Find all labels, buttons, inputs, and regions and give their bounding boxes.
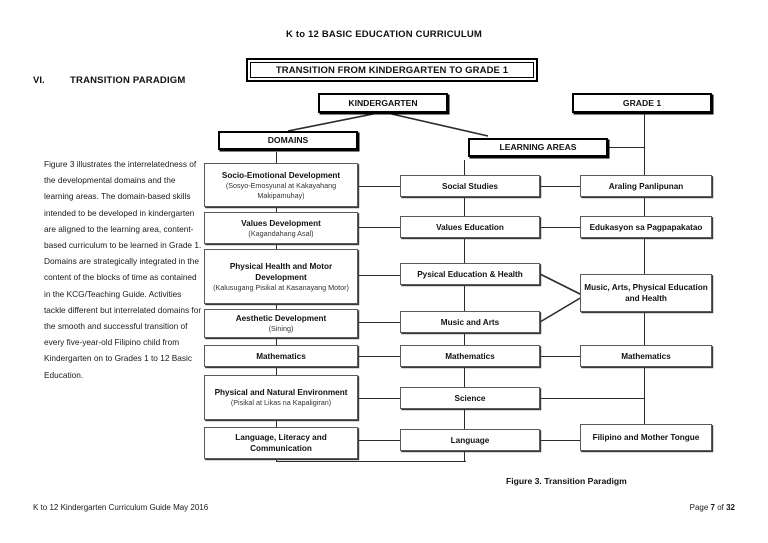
node-domain-values-subtitle: (Kagandahang Asal)	[248, 228, 314, 238]
node-domains-header-label: DOMAINS	[267, 135, 309, 145]
node-area-values-education[interactable]: Values Education	[400, 216, 540, 238]
node-domain-physical-health-motor[interactable]: Physical Health and Motor Development (K…	[204, 249, 358, 304]
node-grade1-mapeh-title: Music, Arts, Physical Education and Heal…	[584, 283, 708, 303]
link-domain-7	[358, 440, 400, 442]
footer-page-prefix: Page	[689, 503, 711, 512]
node-domain-physical-health-motor-title: Physical Health and Motor Development	[229, 261, 333, 282]
node-domain-values-title: Values Development	[241, 218, 321, 228]
node-grade1[interactable]: GRADE 1	[572, 93, 712, 113]
node-domain-values[interactable]: Values Development (Kagandahang Asal)	[204, 212, 358, 244]
node-domain-aesthetic-subtitle: (Sining)	[268, 324, 294, 334]
node-learning-areas-header[interactable]: LEARNING AREAS	[468, 138, 608, 157]
learning-areas-to-grade1-line	[608, 147, 645, 149]
link-domain-6	[358, 398, 400, 400]
node-kindergarten-label: KINDERGARTEN	[348, 97, 418, 108]
node-domain-mathematics-title: Mathematics	[256, 351, 306, 361]
link-area-social-studies	[540, 186, 580, 188]
node-domain-language-literacy[interactable]: Language, Literacy and Communication	[204, 427, 358, 459]
narrative-paragraph: Figure 3 illustrates the interrelatednes…	[44, 159, 202, 380]
node-kindergarten[interactable]: KINDERGARTEN	[318, 93, 448, 113]
section-number: VI.	[33, 75, 45, 86]
transition-banner: TRANSITION FROM KINDERGARTEN TO GRADE 1	[246, 58, 538, 82]
node-grade1-araling-panlipunan[interactable]: Araling Panlipunan	[580, 175, 712, 197]
node-domain-aesthetic[interactable]: Aesthetic Development (Sining)	[204, 309, 358, 338]
link-domain-5	[358, 356, 400, 358]
node-domain-aesthetic-title: Aesthetic Development	[235, 314, 327, 324]
link-domain-3	[358, 275, 400, 277]
node-domain-socio-emotional-title: Socio-Emotional Development	[221, 170, 341, 180]
link-area-values-education	[540, 227, 580, 229]
node-grade1-mathematics-title: Mathematics	[621, 351, 671, 361]
node-area-music-and-arts-title: Music and Arts	[440, 317, 500, 327]
node-domain-socio-emotional[interactable]: Socio-Emotional Development (Sosyo-Emosy…	[204, 163, 358, 207]
node-area-values-education-title: Values Education	[436, 222, 504, 232]
link-area-science	[540, 398, 645, 400]
node-domains-header[interactable]: DOMAINS	[218, 131, 358, 150]
node-area-mathematics[interactable]: Mathematics	[400, 345, 540, 367]
node-domain-socio-emotional-subtitle: (Sosyo-Emosyunal at Kakayahang Makipamuh…	[225, 180, 337, 200]
link-domain-1	[358, 186, 400, 188]
root-branch-lines	[287, 111, 489, 137]
node-grade1-filipino-mother-tongue-title: Filipino and Mother Tongue	[592, 433, 700, 442]
node-grade1-edukasyon-pagpapakatao-title: Edukasyon sa Pagpapakatao	[589, 222, 703, 232]
footer-page-number: 7	[710, 503, 715, 512]
node-area-language[interactable]: Language	[400, 429, 540, 451]
footer-left-text: K to 12 Kindergarten Curriculum Guide Ma…	[33, 503, 209, 512]
node-domain-physical-natural-env-subtitle: (Pisikal at Likas na Kapaligiran)	[230, 398, 332, 408]
link-area-language	[540, 440, 580, 442]
node-grade1-araling-panlipunan-title: Araling Panlipunan	[608, 181, 684, 191]
figure-caption: Figure 3. Transition Paradigm	[506, 476, 627, 486]
node-area-mathematics-title: Mathematics	[445, 351, 495, 361]
section-title: TRANSITION PARADIGM	[70, 75, 186, 86]
document-title: K to 12 BASIC EDUCATION CURRICULUM	[285, 29, 483, 40]
node-domain-language-literacy-title: Language, Literacy and Communication	[235, 433, 327, 453]
mapeh-converge-lines	[539, 273, 583, 323]
node-area-physical-education-health[interactable]: Pysical Education & Health	[400, 263, 540, 285]
node-area-music-and-arts[interactable]: Music and Arts	[400, 311, 540, 333]
node-grade1-filipino-mother-tongue[interactable]: Filipino and Mother Tongue	[580, 424, 712, 451]
footer-page-total: 32	[726, 503, 735, 512]
node-domain-physical-natural-env-title: Physical and Natural Environment	[214, 388, 348, 398]
node-grade1-mapeh[interactable]: Music, Arts, Physical Education and Heal…	[580, 274, 712, 312]
node-grade1-edukasyon-pagpapakatao[interactable]: Edukasyon sa Pagpapakatao	[580, 216, 712, 238]
node-area-physical-education-health-title: Pysical Education & Health	[417, 269, 523, 279]
domains-spine	[276, 152, 278, 462]
node-area-social-studies[interactable]: Social Studies	[400, 175, 540, 197]
node-area-social-studies-title: Social Studies	[442, 181, 498, 191]
node-area-science-title: Science	[454, 393, 486, 403]
transition-banner-label: TRANSITION FROM KINDERGARTEN TO GRADE 1	[250, 62, 534, 78]
node-learning-areas-header-label: LEARNING AREAS	[499, 142, 577, 152]
link-domain-4	[358, 322, 400, 324]
bottom-loop-horizontal	[276, 461, 466, 463]
node-domain-physical-health-motor-subtitle: (Kalusugang Pisikal at Kasanayang Motor)	[213, 282, 349, 292]
node-grade1-label: GRADE 1	[622, 97, 662, 108]
footer-page-mid: of	[714, 503, 727, 512]
node-domain-physical-natural-env[interactable]: Physical and Natural Environment (Pisika…	[204, 375, 358, 420]
node-area-language-title: Language	[450, 435, 490, 445]
node-domain-mathematics[interactable]: Mathematics	[204, 345, 358, 367]
footer-page-indicator: Page 7 of 32	[690, 503, 735, 512]
node-grade1-mathematics[interactable]: Mathematics	[580, 345, 712, 367]
link-domain-2	[358, 227, 400, 229]
node-area-science[interactable]: Science	[400, 387, 540, 409]
link-area-mathematics	[540, 356, 580, 358]
